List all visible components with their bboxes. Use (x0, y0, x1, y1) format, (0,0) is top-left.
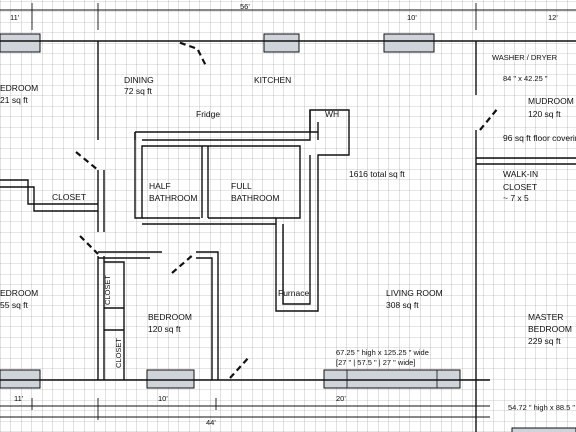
wh-label: WH (325, 109, 339, 119)
dim-bottom-44: 44' (206, 418, 216, 427)
dining-area: 72 sq ft (124, 86, 153, 96)
half-bath-line1: HALF (149, 181, 171, 191)
full-bath-line1: FULL (231, 181, 252, 191)
living-window-size: 67.25 " high x 125.25 " wide (336, 348, 429, 357)
dining-label: DINING (124, 75, 154, 85)
bedroom-top-left-area: 21 sq ft (0, 95, 29, 105)
master-line1: MASTER (528, 312, 563, 322)
window-mullions (346, 370, 438, 388)
mudroom-floor-note: 96 sq ft floor covering (503, 133, 576, 143)
master-line2: BEDROOM (528, 324, 572, 334)
washer-dryer-label: WASHER / DRYER (492, 53, 558, 62)
walkin-line2: CLOSET (503, 182, 537, 192)
window-top-left (0, 33, 41, 53)
half-bath-line2: BATHROOM (149, 193, 197, 203)
mudroom-area: 120 sq ft (528, 109, 561, 119)
master-area: 229 sq ft (528, 336, 561, 346)
master-window-size: 54.72 " high x 88.5 " wi (508, 403, 576, 412)
closet-vertical-2: CLOSET (114, 338, 123, 368)
window-bottom-left (0, 369, 41, 389)
bedroom-top-left-name: EDROOM (0, 83, 38, 93)
furnace-label: Furnace (278, 288, 309, 298)
dimension-lines (0, 3, 576, 420)
dim-top-12: 12' (548, 13, 558, 22)
windows (0, 33, 576, 432)
closet-vertical-1: CLOSET (103, 275, 112, 305)
mudroom-label: MUDROOM (528, 96, 574, 106)
window-living (323, 369, 461, 389)
dim-top-11: 11' (10, 13, 20, 22)
window-master (511, 427, 576, 432)
doors (75, 40, 499, 379)
dim-bottom-20: 20' (336, 394, 346, 403)
bedroom-mid-name: BEDROOM (148, 312, 192, 322)
kitchen-label: KITCHEN (254, 75, 291, 85)
washer-dryer-size: 84 " x 42.25 " (503, 74, 548, 83)
dim-bottom-11: 11' (14, 394, 24, 403)
living-room-name: LIVING ROOM (386, 288, 443, 298)
bedroom-mid-area: 120 sq ft (148, 324, 181, 334)
dim-bottom-10: 10' (158, 394, 168, 403)
living-window-panes: [27 " | 57.5 " | 27 " wide] (336, 358, 415, 367)
window-top-right (383, 33, 435, 53)
dim-top-10: 10' (407, 13, 417, 22)
bedroom-bottom-left-name: EDROOM (0, 288, 38, 298)
living-room-area: 308 sq ft (386, 300, 419, 310)
walls (0, 40, 576, 432)
window-bottom-bedroom (146, 369, 195, 389)
total-sqft-label: 1616 total sq ft (349, 169, 405, 179)
dim-top-56: 56' (240, 2, 250, 11)
walkin-size: ~ 7 x 5 (503, 193, 529, 203)
closet-left-label: CLOSET (52, 192, 86, 202)
window-top-kitchen (263, 33, 300, 53)
walkin-line1: WALK-IN (503, 169, 538, 179)
fridge-label: Fridge (196, 109, 220, 119)
full-bath-line2: BATHROOM (231, 193, 279, 203)
bedroom-bottom-left-area: 55 sq ft (0, 300, 29, 310)
